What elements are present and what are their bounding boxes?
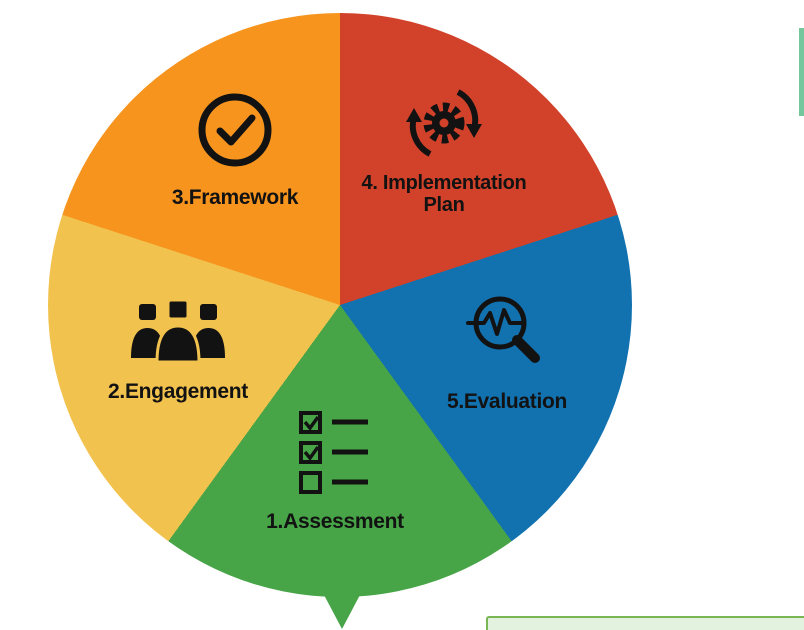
check-circle-icon xyxy=(193,88,277,172)
segment-label-evaluation: 5.Evaluation xyxy=(446,390,568,413)
segment-label-assessment: 1.Assessment xyxy=(266,510,404,533)
segment-label-implementation-plan: 4. Implementation Plan xyxy=(361,172,527,217)
people-group-icon xyxy=(127,298,229,364)
segment-label-framework: 3.Framework xyxy=(171,186,299,209)
right-edge-strip xyxy=(799,28,804,116)
gear-cycle-icon xyxy=(403,82,485,164)
segment-framework: 3.Framework xyxy=(150,88,320,210)
magnifier-pulse-icon xyxy=(463,288,551,376)
bottom-right-panel-edge xyxy=(486,616,804,630)
segment-implementation-plan: 4. Implementation Plan xyxy=(358,82,530,217)
segment-assessment: 1.Assessment xyxy=(250,410,420,534)
checklist-icon xyxy=(298,410,372,498)
segment-label-engagement: 2.Engagement xyxy=(108,380,248,403)
segment-engagement: 2.Engagement xyxy=(88,298,268,404)
segment-evaluation: 5.Evaluation xyxy=(422,288,592,414)
pointer-tail xyxy=(323,593,361,629)
